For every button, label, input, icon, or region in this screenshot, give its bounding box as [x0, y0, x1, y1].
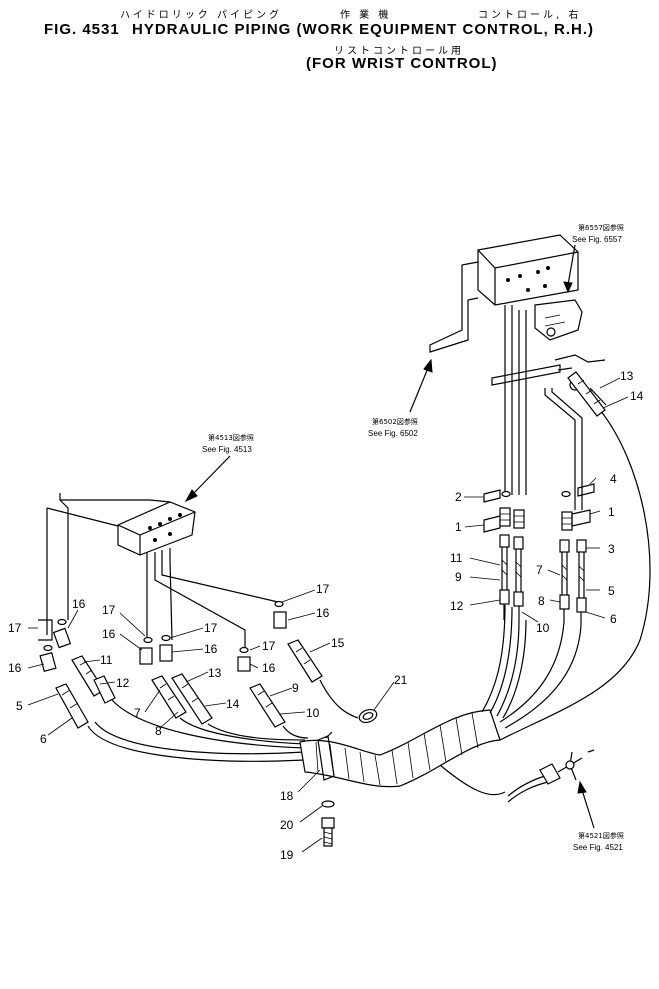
ring-part-21	[358, 708, 378, 724]
callout-16-mid: 16	[262, 661, 276, 675]
callout-12-right: 12	[450, 599, 464, 613]
callout-5-left: 5	[16, 699, 23, 713]
left-vertical-pipes	[46, 499, 279, 648]
callout-3: 3	[608, 542, 615, 556]
callout-19: 19	[280, 848, 294, 862]
ref-fig4521: See Fig. 4521	[573, 843, 623, 852]
callout-14-right: 14	[630, 389, 644, 403]
callout-4: 4	[610, 472, 617, 486]
callout-17-center-left: 17	[102, 603, 116, 617]
page-subtitle: (FOR WRIST CONTROL)	[306, 55, 498, 72]
protective-sleeve	[299, 709, 501, 847]
left-fitting-group	[38, 600, 323, 729]
callout-8-right: 8	[538, 594, 545, 608]
callout-13-left: 13	[208, 666, 222, 680]
right-pipes-to-sleeve	[439, 371, 651, 803]
callout-5-right: 5	[608, 584, 615, 598]
ref-fig4513-jp: 第4513図参照	[208, 433, 254, 442]
callout-15: 15	[331, 636, 345, 650]
callout-16-center-left: 16	[102, 627, 116, 641]
title-japanese-1: ハイドロリック パイピング	[120, 10, 282, 21]
callout-10-left: 10	[306, 706, 320, 720]
callout-20: 20	[280, 818, 294, 832]
right-fitting-group	[483, 483, 595, 625]
callout-9-right: 9	[455, 570, 462, 584]
callout-17-right-center: 17	[316, 582, 330, 596]
callout-2: 2	[455, 490, 462, 504]
callout-16-top-left: 16	[72, 597, 86, 611]
callout-21: 21	[394, 673, 408, 687]
control-valve-block-right	[429, 234, 606, 391]
callout-17-center: 17	[204, 621, 218, 635]
page-title: HYDRAULIC PIPING (WORK EQUIPMENT CONTROL…	[132, 21, 594, 38]
title-japanese-3: コントロール, 右	[478, 10, 582, 21]
ref-fig6557: See Fig. 6557	[572, 235, 622, 244]
control-valve-block-left	[46, 493, 196, 556]
title-japanese-2: 作 業 機	[340, 10, 392, 21]
hose-bundle-left	[87, 679, 359, 762]
callout-11-left: 11	[100, 653, 113, 667]
callout-12-left: 12	[116, 676, 130, 690]
callout-6-right: 6	[610, 612, 617, 626]
callout-18: 18	[280, 789, 294, 803]
callout-10-right: 10	[536, 621, 550, 635]
figure-number: FIG. 4531	[44, 21, 120, 38]
callout-13-right: 13	[620, 369, 634, 383]
leader-lines	[27, 377, 629, 853]
ref-fig6557-jp: 第6557図参照	[578, 223, 624, 232]
callout-16-center: 16	[204, 642, 218, 656]
callout-17-mid: 17	[262, 639, 276, 653]
callout-14-left: 14	[226, 697, 240, 711]
ref-fig4521-jp: 第4521図参照	[578, 831, 624, 840]
callout-16-right-center: 16	[316, 606, 330, 620]
ref-fig6502-jp: 第6502図参照	[372, 417, 418, 426]
subtitle-japanese: リストコントロール用	[334, 46, 464, 57]
callout-7-left: 7	[134, 706, 141, 720]
callout-9-left: 9	[292, 681, 299, 695]
callout-11-right: 11	[450, 551, 463, 565]
ref-fig6502: See Fig. 6502	[368, 429, 418, 438]
callout-6-left: 6	[40, 732, 47, 746]
right-vertical-pipes	[504, 305, 583, 510]
callout-1-left: 1	[455, 520, 462, 534]
callout-16-far-left: 16	[8, 661, 22, 675]
callout-8-left: 8	[155, 724, 162, 738]
ref-fig4513: See Fig. 4513	[202, 445, 252, 454]
reference-arrows	[184, 244, 595, 829]
callout-17-far-left: 17	[8, 621, 22, 635]
callout-7-right: 7	[536, 563, 543, 577]
callout-1-right: 1	[608, 505, 615, 519]
